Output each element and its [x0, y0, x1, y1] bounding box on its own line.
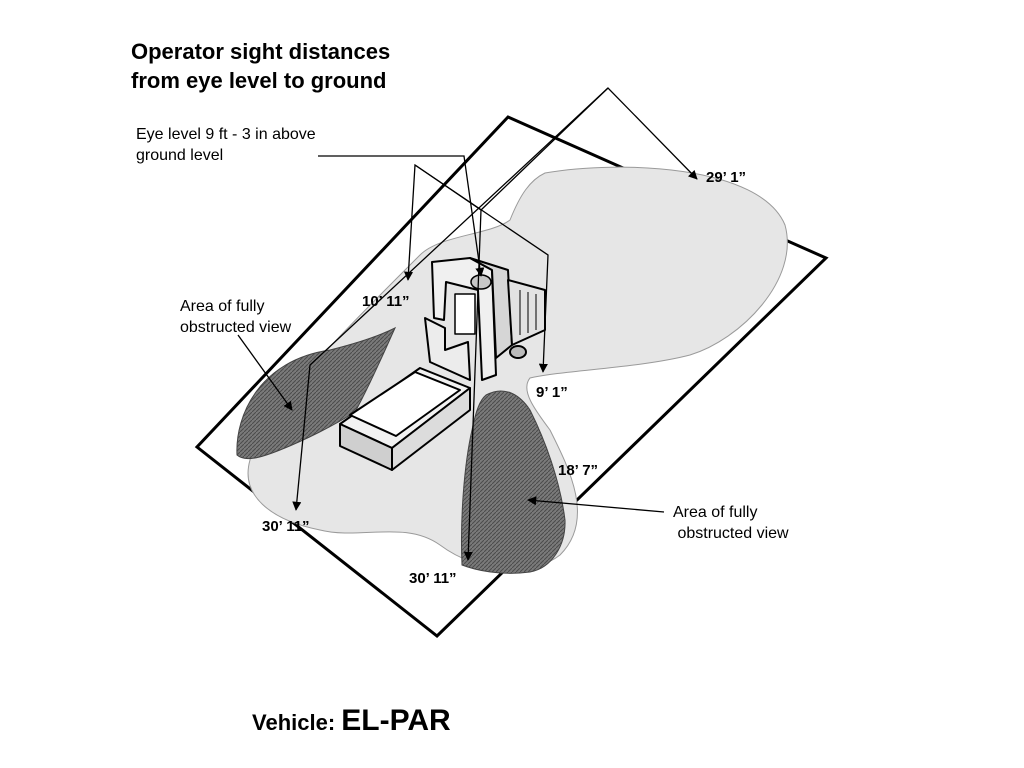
obstructed-right-line-2: obstructed view	[673, 524, 789, 542]
distance-label-left-far: 30’ 11”	[262, 518, 310, 535]
obstructed-view-label-left: Area of fully obstructed view	[180, 297, 291, 339]
distance-label-right-mid: 18’ 7”	[558, 462, 599, 479]
obstructed-area-left	[236, 326, 397, 460]
title-line-2: from eye level to ground	[131, 67, 387, 93]
eye-level-line-2: ground level	[136, 146, 224, 164]
vehicle-caption: Vehicle: EL-PAR	[252, 702, 451, 740]
distance-label-right-near: 9’ 1”	[536, 384, 568, 401]
obstructed-left-line-2: obstructed view	[180, 318, 292, 336]
obstructed-view-label-right: Area of fully obstructed view	[673, 503, 789, 545]
vehicle-caption-label: Vehicle:	[252, 710, 342, 735]
diagram-title: Operator sight distances from eye level …	[131, 38, 390, 95]
forklift-vehicle	[339, 257, 546, 471]
eye-level-label: Eye level 9 ft - 3 in above ground level	[136, 125, 316, 167]
vehicle-name: EL-PAR	[341, 704, 451, 737]
obstructed-area-right	[460, 390, 566, 574]
sight-lines	[237, 87, 698, 561]
distance-label-bottom-far: 30’ 11”	[409, 570, 457, 587]
obstructed-right-line-1: Area of fully	[673, 504, 758, 521]
eye-level-line-1: Eye level 9 ft - 3 in above	[136, 126, 316, 143]
distance-label-upper-left: 10’ 11”	[362, 293, 410, 310]
distance-label-far-right: 29’ 1”	[706, 169, 747, 186]
title-line-1: Operator sight distances	[131, 39, 391, 64]
obstructed-left-line-1: Area of fully	[180, 298, 265, 315]
